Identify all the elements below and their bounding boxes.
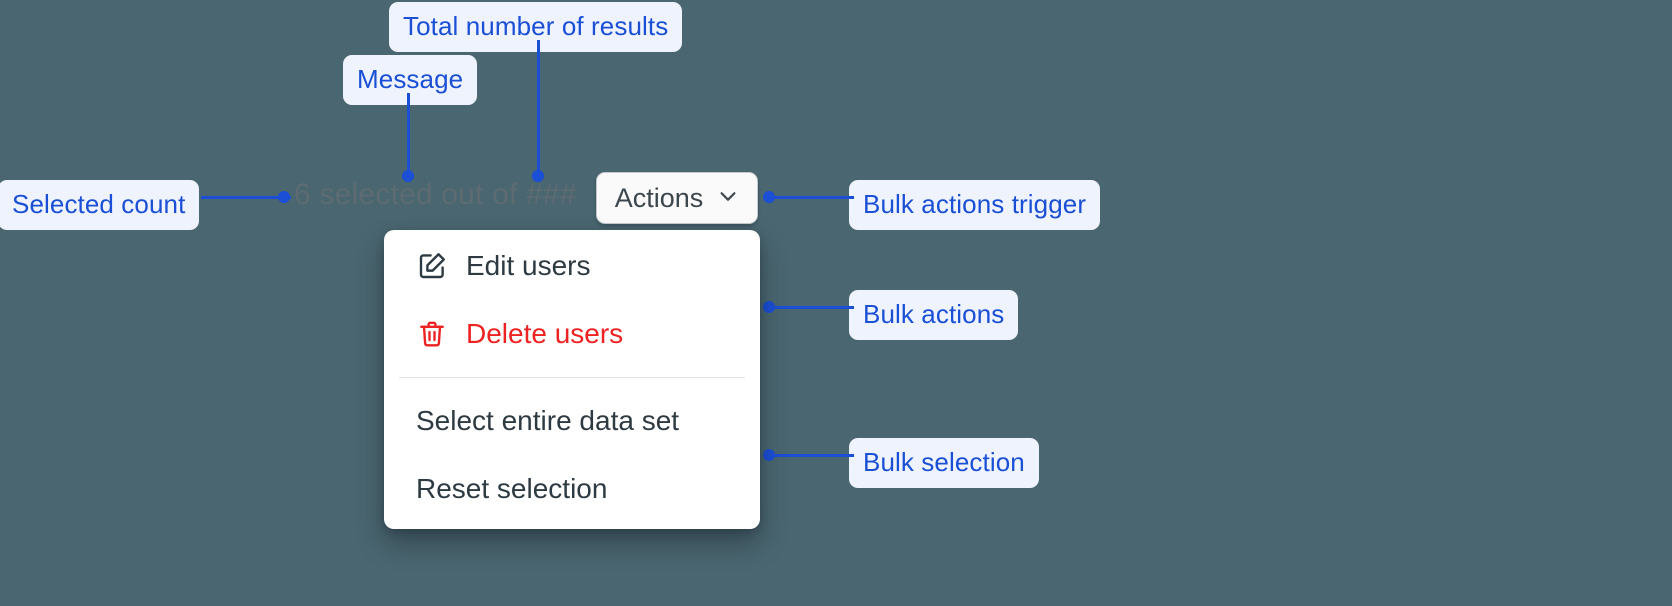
annotation-label-bulk-selection: Bulk selection <box>849 438 1039 488</box>
menu-item-reset-selection[interactable]: Reset selection <box>384 455 760 523</box>
annotation-label-selected-count: Selected count <box>0 180 200 230</box>
leader-line-bulk-actions <box>766 306 854 309</box>
leader-dot-bulk-actions-trigger <box>763 191 775 203</box>
trash-icon <box>415 317 449 351</box>
leader-line-bulk-selection <box>766 454 854 457</box>
menu-item-edit-users[interactable]: Edit users <box>384 232 760 300</box>
leader-line-selected-count <box>201 196 291 199</box>
menu-separator <box>399 377 745 378</box>
leader-line-message <box>407 93 410 180</box>
selection-message-text: 6 selected out of ### <box>294 178 577 211</box>
selection-message: 6 selected out of ### <box>294 178 577 212</box>
bulk-actions-trigger-button[interactable]: Actions <box>596 172 758 224</box>
leader-dot-total-number-of-results <box>532 170 544 182</box>
menu-item-reset-selection-label: Reset selection <box>416 473 608 504</box>
chevron-down-icon <box>717 185 739 212</box>
bulk-actions-menu: Edit users Delete users Select entire da… <box>384 230 760 529</box>
menu-item-select-entire-data-set[interactable]: Select entire data set <box>384 387 760 455</box>
edit-pencil-square-icon <box>415 249 449 283</box>
annotation-label-bulk-actions: Bulk actions <box>849 290 1019 340</box>
leader-dot-message <box>402 170 414 182</box>
annotation-label-total-number-of-results: Total number of results <box>389 2 683 52</box>
leader-dot-bulk-selection <box>763 449 775 461</box>
leader-dot-selected-count <box>278 191 290 203</box>
annotation-label-bulk-actions-trigger: Bulk actions trigger <box>849 180 1101 230</box>
leader-dot-bulk-actions <box>763 301 775 313</box>
annotation-label-message: Message <box>343 55 478 105</box>
leader-line-total-number-of-results <box>537 40 540 180</box>
menu-item-edit-users-label: Edit users <box>466 250 591 281</box>
menu-item-delete-users-label: Delete users <box>466 318 624 349</box>
menu-item-select-entire-data-set-label: Select entire data set <box>416 405 680 436</box>
bulk-actions-trigger-label: Actions <box>614 182 704 213</box>
menu-item-delete-users[interactable]: Delete users <box>384 300 760 368</box>
leader-line-bulk-actions-trigger <box>766 196 854 199</box>
